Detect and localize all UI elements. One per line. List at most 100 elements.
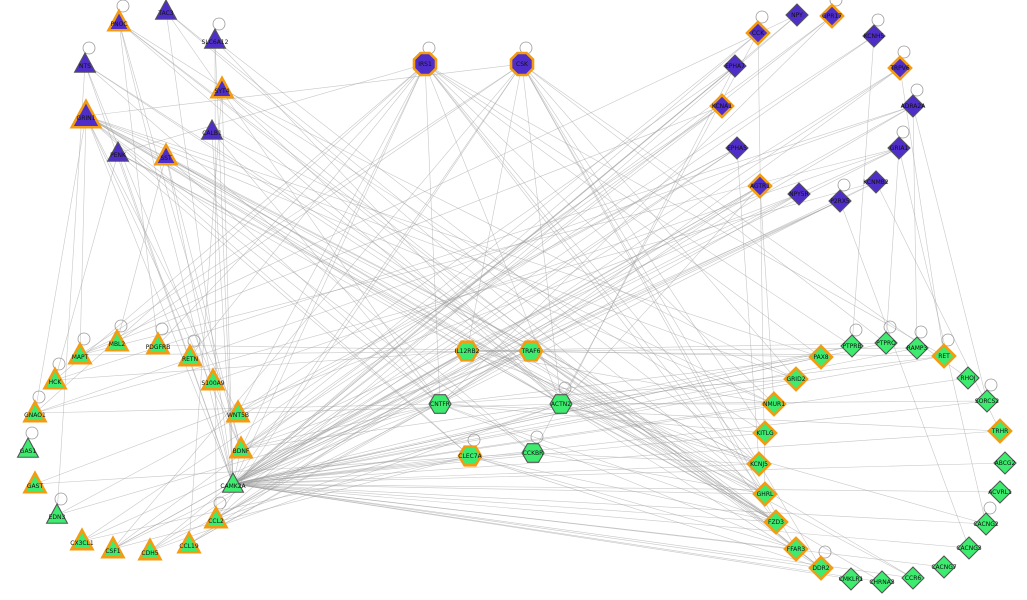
graph-edge <box>232 483 945 568</box>
graph-edge <box>885 147 900 344</box>
triangle-shape <box>42 366 68 390</box>
self-loop-icon <box>213 496 227 510</box>
node-ACVRL1[interactable]: ACVRL1 <box>988 480 1012 504</box>
node-MAPT[interactable]: MAPT <box>67 341 93 365</box>
diamond-shape <box>783 536 809 562</box>
graph-edge <box>851 35 875 347</box>
node-NPY5R[interactable]: NPY5R <box>787 182 811 206</box>
hexagon-shape <box>518 340 544 362</box>
graph-edge <box>232 462 1006 485</box>
graph-edge <box>54 152 119 381</box>
node-TRHR[interactable]: TRHR <box>987 418 1013 444</box>
triangle-shape <box>200 367 226 391</box>
node-AGTR1[interactable]: AGTR1 <box>747 173 773 199</box>
graph-edge <box>237 403 562 414</box>
node-CCR6[interactable]: CCR6 <box>901 566 925 590</box>
node-ABCG2[interactable]: ABCG2 <box>993 451 1017 475</box>
node-CNTFR[interactable]: CNTFR <box>428 394 452 414</box>
graph-edge <box>757 32 766 495</box>
node-CCL19[interactable]: CCL19 <box>176 530 202 554</box>
node-EPHA7[interactable]: EPHA7 <box>723 54 747 78</box>
node-FFAR3[interactable]: FFAR3 <box>783 536 809 562</box>
triangle-shape <box>69 527 95 551</box>
node-CHRNA3[interactable]: CHRNA3 <box>869 570 895 594</box>
graph-edge <box>560 403 822 569</box>
node-GRIA1[interactable]: GRIA1 <box>887 136 911 160</box>
node-HCK[interactable]: HCK <box>42 366 68 390</box>
node-GNAO1[interactable]: GNAO1 <box>22 399 48 423</box>
diamond-shape <box>864 170 888 194</box>
graph-edge <box>240 63 426 450</box>
node-CCKBR[interactable]: CCKBR <box>521 443 545 463</box>
node-KCNMB2[interactable]: KCNMB2 <box>863 170 889 194</box>
graph-edge <box>189 63 426 358</box>
graph-edge <box>165 10 441 405</box>
graph-edge <box>439 403 797 550</box>
graph-edge <box>34 115 87 414</box>
node-CLEC7A[interactable]: CLEC7A <box>457 445 483 467</box>
node-GRID2[interactable]: GRID2 <box>783 366 809 392</box>
node-PTPRO[interactable]: PTPRO <box>874 331 898 355</box>
graph-edge <box>215 14 798 520</box>
node-IRS1[interactable]: IRS1 <box>412 51 438 77</box>
triangle-shape <box>154 0 178 20</box>
graph-edge <box>214 39 217 520</box>
diamond-shape <box>828 189 852 213</box>
node-CSF1[interactable]: CSF1 <box>100 535 126 559</box>
node-SORCS2[interactable]: SORCS2 <box>975 389 999 413</box>
node-CACNG2[interactable]: CACNG2 <box>973 512 999 536</box>
diamond-shape <box>957 536 981 560</box>
graph-edge <box>117 152 234 485</box>
graph-edge <box>560 345 853 405</box>
node-TAC3[interactable]: TAC3 <box>154 0 178 20</box>
triangle-shape <box>221 471 245 493</box>
node-RHOJ[interactable]: RHOJ <box>956 366 980 390</box>
node-CACNG3[interactable]: CACNG3 <box>956 536 982 560</box>
graph-edge <box>85 115 239 414</box>
graph-edge <box>736 147 760 465</box>
node-EDN3[interactable]: EDN3 <box>45 502 69 524</box>
node-PENK[interactable]: PENK <box>106 140 130 162</box>
node-CDH5[interactable]: CDH5 <box>137 537 163 561</box>
self-loop-icon <box>897 45 911 59</box>
node-P2RX5[interactable]: P2RX5 <box>828 189 852 213</box>
node-PNOC[interactable]: PNOC <box>106 8 132 32</box>
node-PAX8[interactable]: PAX8 <box>808 344 834 370</box>
node-TRPV6[interactable]: TRPV6 <box>887 55 913 81</box>
node-RET[interactable]: RET <box>931 343 957 369</box>
node-CMKLR1[interactable]: CMKLR1 <box>839 567 864 591</box>
node-NTS[interactable]: NTS <box>73 51 97 73</box>
node-ACTN2[interactable]: ACTN2 <box>549 394 573 414</box>
graph-edge <box>232 147 900 485</box>
node-GRIN1[interactable]: GRIN1 <box>69 98 103 129</box>
node-GAS1[interactable]: GAS1 <box>16 436 40 458</box>
self-loop-icon <box>837 178 851 192</box>
node-NPY[interactable]: NPY <box>785 3 809 27</box>
node-KCNA1[interactable]: KCNA1 <box>709 93 735 119</box>
node-TRAF6[interactable]: TRAF6 <box>518 340 544 362</box>
node-GAST[interactable]: GAST <box>22 470 48 494</box>
node-PDGFRB[interactable]: PDGFRB <box>145 331 171 355</box>
triangle-shape <box>104 328 130 352</box>
self-loop-icon <box>558 381 572 395</box>
node-CX3CL1[interactable]: CX3CL1 <box>69 527 95 551</box>
self-loop-icon <box>530 430 544 444</box>
graph-edge <box>215 403 562 520</box>
node-KCNH5[interactable]: KCNH5 <box>862 24 886 48</box>
graph-edge <box>232 403 441 485</box>
graph-edge <box>232 400 988 485</box>
graph-edge <box>560 355 945 405</box>
graph-edge <box>532 452 766 495</box>
graph-edge <box>112 63 523 550</box>
graph-edge <box>232 105 914 485</box>
graph-edge <box>232 35 875 485</box>
graph-edge <box>232 483 987 525</box>
node-CACNG7[interactable]: CACNG7 <box>931 555 957 579</box>
node-KCNJ5[interactable]: KCNJ5 <box>746 451 772 477</box>
graph-edge <box>215 185 761 520</box>
hexagon-shape <box>549 394 573 414</box>
node-SLC6A12[interactable]: SLC6A12 <box>202 27 229 49</box>
node-EPHA5[interactable]: EPHA5 <box>725 136 749 160</box>
node-CSK[interactable]: CSK <box>509 51 535 77</box>
node-PTPRB[interactable]: PTPRB <box>840 334 864 358</box>
